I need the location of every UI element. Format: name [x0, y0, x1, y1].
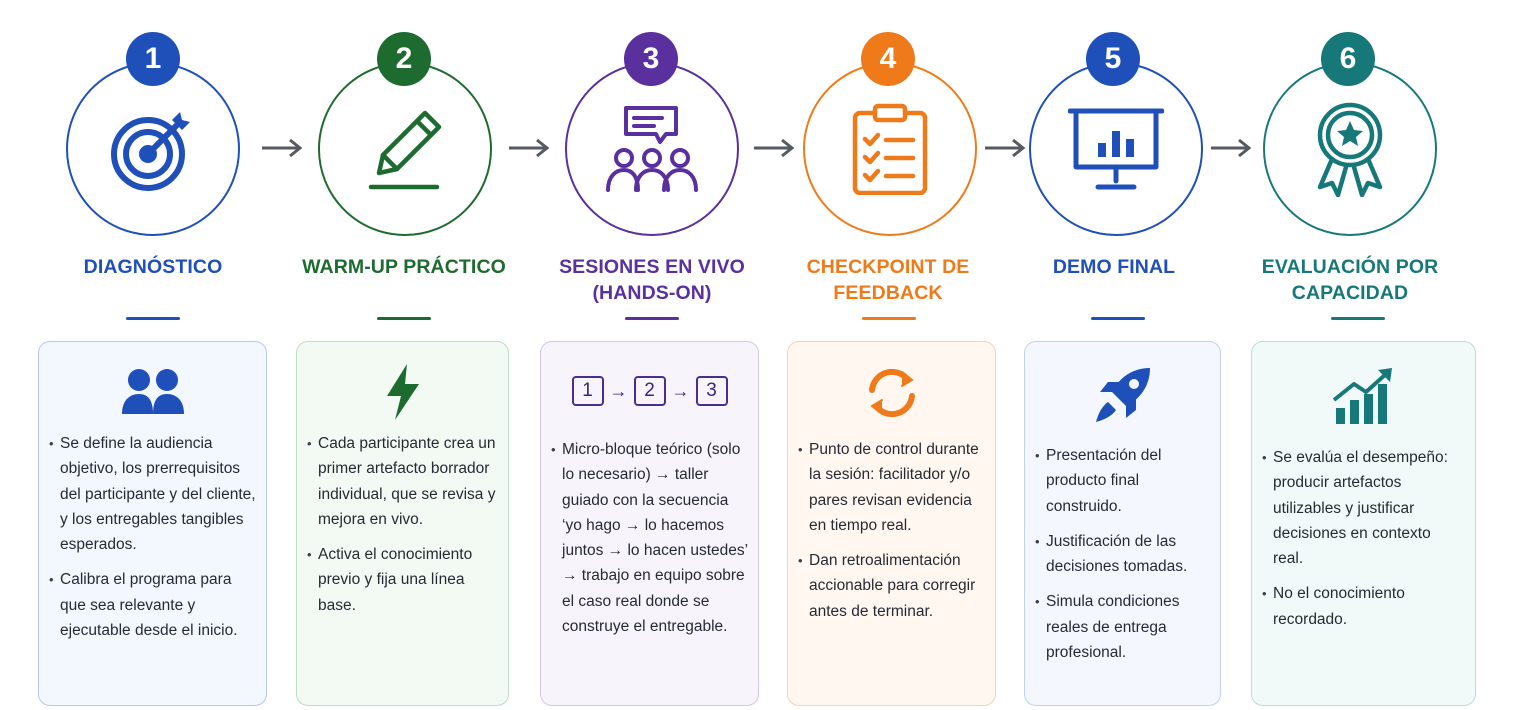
arrow-right-icon: [754, 138, 795, 158]
title-underline: [126, 317, 180, 320]
step-card: Cada participante crea un primer artefac…: [296, 341, 509, 706]
step-card: 1 → 2 → 3 Micro-bloque teórico (solo lo …: [540, 341, 759, 706]
step-bullet: Cada participante crea un primer artefac…: [307, 431, 498, 532]
group-chat-icon: [606, 106, 698, 192]
step-bullet: Se define la audiencia objetivo, los pre…: [49, 431, 256, 557]
title-underline: [862, 317, 916, 320]
step-bullet: Justificación de las decisiones tomadas.: [1035, 529, 1210, 580]
award-ribbon-icon: [1317, 102, 1383, 197]
step-title: EVALUACIÓN POR CAPACIDAD: [1261, 256, 1439, 304]
step-icon-circle: [1263, 62, 1437, 236]
step-title: CHECKPOINT DE FEEDBACK: [806, 256, 970, 304]
lightning-icon: [386, 364, 419, 420]
arrow-right-icon: [262, 138, 303, 158]
rocket-icon: [1095, 368, 1150, 422]
step-bullet: Presentación del producto final construi…: [1035, 443, 1210, 519]
step-bullet: Dan retroalimentación accionable para co…: [798, 548, 985, 624]
step-bullet: Calibra el programa para que sea relevan…: [49, 567, 256, 643]
step-title: WARM-UP PRÁCTICO: [302, 256, 506, 278]
sequence-step: 1: [571, 376, 604, 406]
sequence-icon: 1 → 2 → 3: [571, 376, 728, 406]
step-number-badge: 4: [861, 32, 915, 86]
presentation-screen-icon: [1068, 108, 1164, 190]
refresh-icon: [868, 368, 915, 418]
step-card: Se evalúa el desempeño: producir artefac…: [1251, 341, 1476, 706]
step-bullet: Se evalúa el desempeño: producir artefac…: [1262, 445, 1465, 571]
title-underline: [1331, 317, 1385, 320]
sequence-step: 3: [695, 376, 728, 406]
step-bullet: Punto de control durante la sesión: faci…: [798, 437, 985, 538]
growth-chart-icon: [1332, 368, 1392, 424]
sequence-arrow-icon: →: [671, 380, 690, 401]
step-card: Presentación del producto final construi…: [1024, 341, 1221, 706]
step-title: DIAGNÓSTICO: [83, 256, 223, 278]
arrow-right-icon: [985, 138, 1026, 158]
clipboard-checklist-icon: [852, 103, 928, 195]
users-icon: [121, 369, 184, 414]
step-icon-circle: [66, 62, 240, 236]
title-underline: [625, 317, 679, 320]
sequence-step: 2: [633, 376, 666, 406]
arrow-right-icon: [1211, 138, 1252, 158]
step-icon-circle: [1029, 62, 1203, 236]
step-bullet: Activa el conocimiento previo y fija una…: [307, 542, 498, 618]
arrow-right-icon: [509, 138, 550, 158]
step-title: DEMO FINAL: [1052, 256, 1176, 278]
step-icon-circle: [803, 62, 977, 236]
step-bullet: Simula condiciones reales de entrega pro…: [1035, 589, 1210, 665]
step-number-badge: 5: [1086, 32, 1140, 86]
step-number-badge: 3: [624, 32, 678, 86]
step-number-badge: 1: [126, 32, 180, 86]
target-icon: [111, 112, 190, 191]
step-icon-circle: [565, 62, 739, 236]
step-bullet: Micro-bloque teórico (solo lo necesario)…: [551, 437, 748, 639]
step-number-badge: 2: [377, 32, 431, 86]
step-card: Se define la audiencia objetivo, los pre…: [38, 341, 267, 706]
pencil-icon: [368, 110, 442, 190]
step-bullet: No el conocimiento recordado.: [1262, 581, 1465, 632]
step-icon-circle: [318, 62, 492, 236]
sequence-arrow-icon: →: [609, 380, 628, 401]
step-number-badge: 6: [1321, 32, 1375, 86]
step-title: SESIONES EN VIVO (HANDS-ON): [559, 256, 745, 304]
step-card: Punto de control durante la sesión: faci…: [787, 341, 996, 706]
title-underline: [1091, 317, 1145, 320]
title-underline: [377, 317, 431, 320]
